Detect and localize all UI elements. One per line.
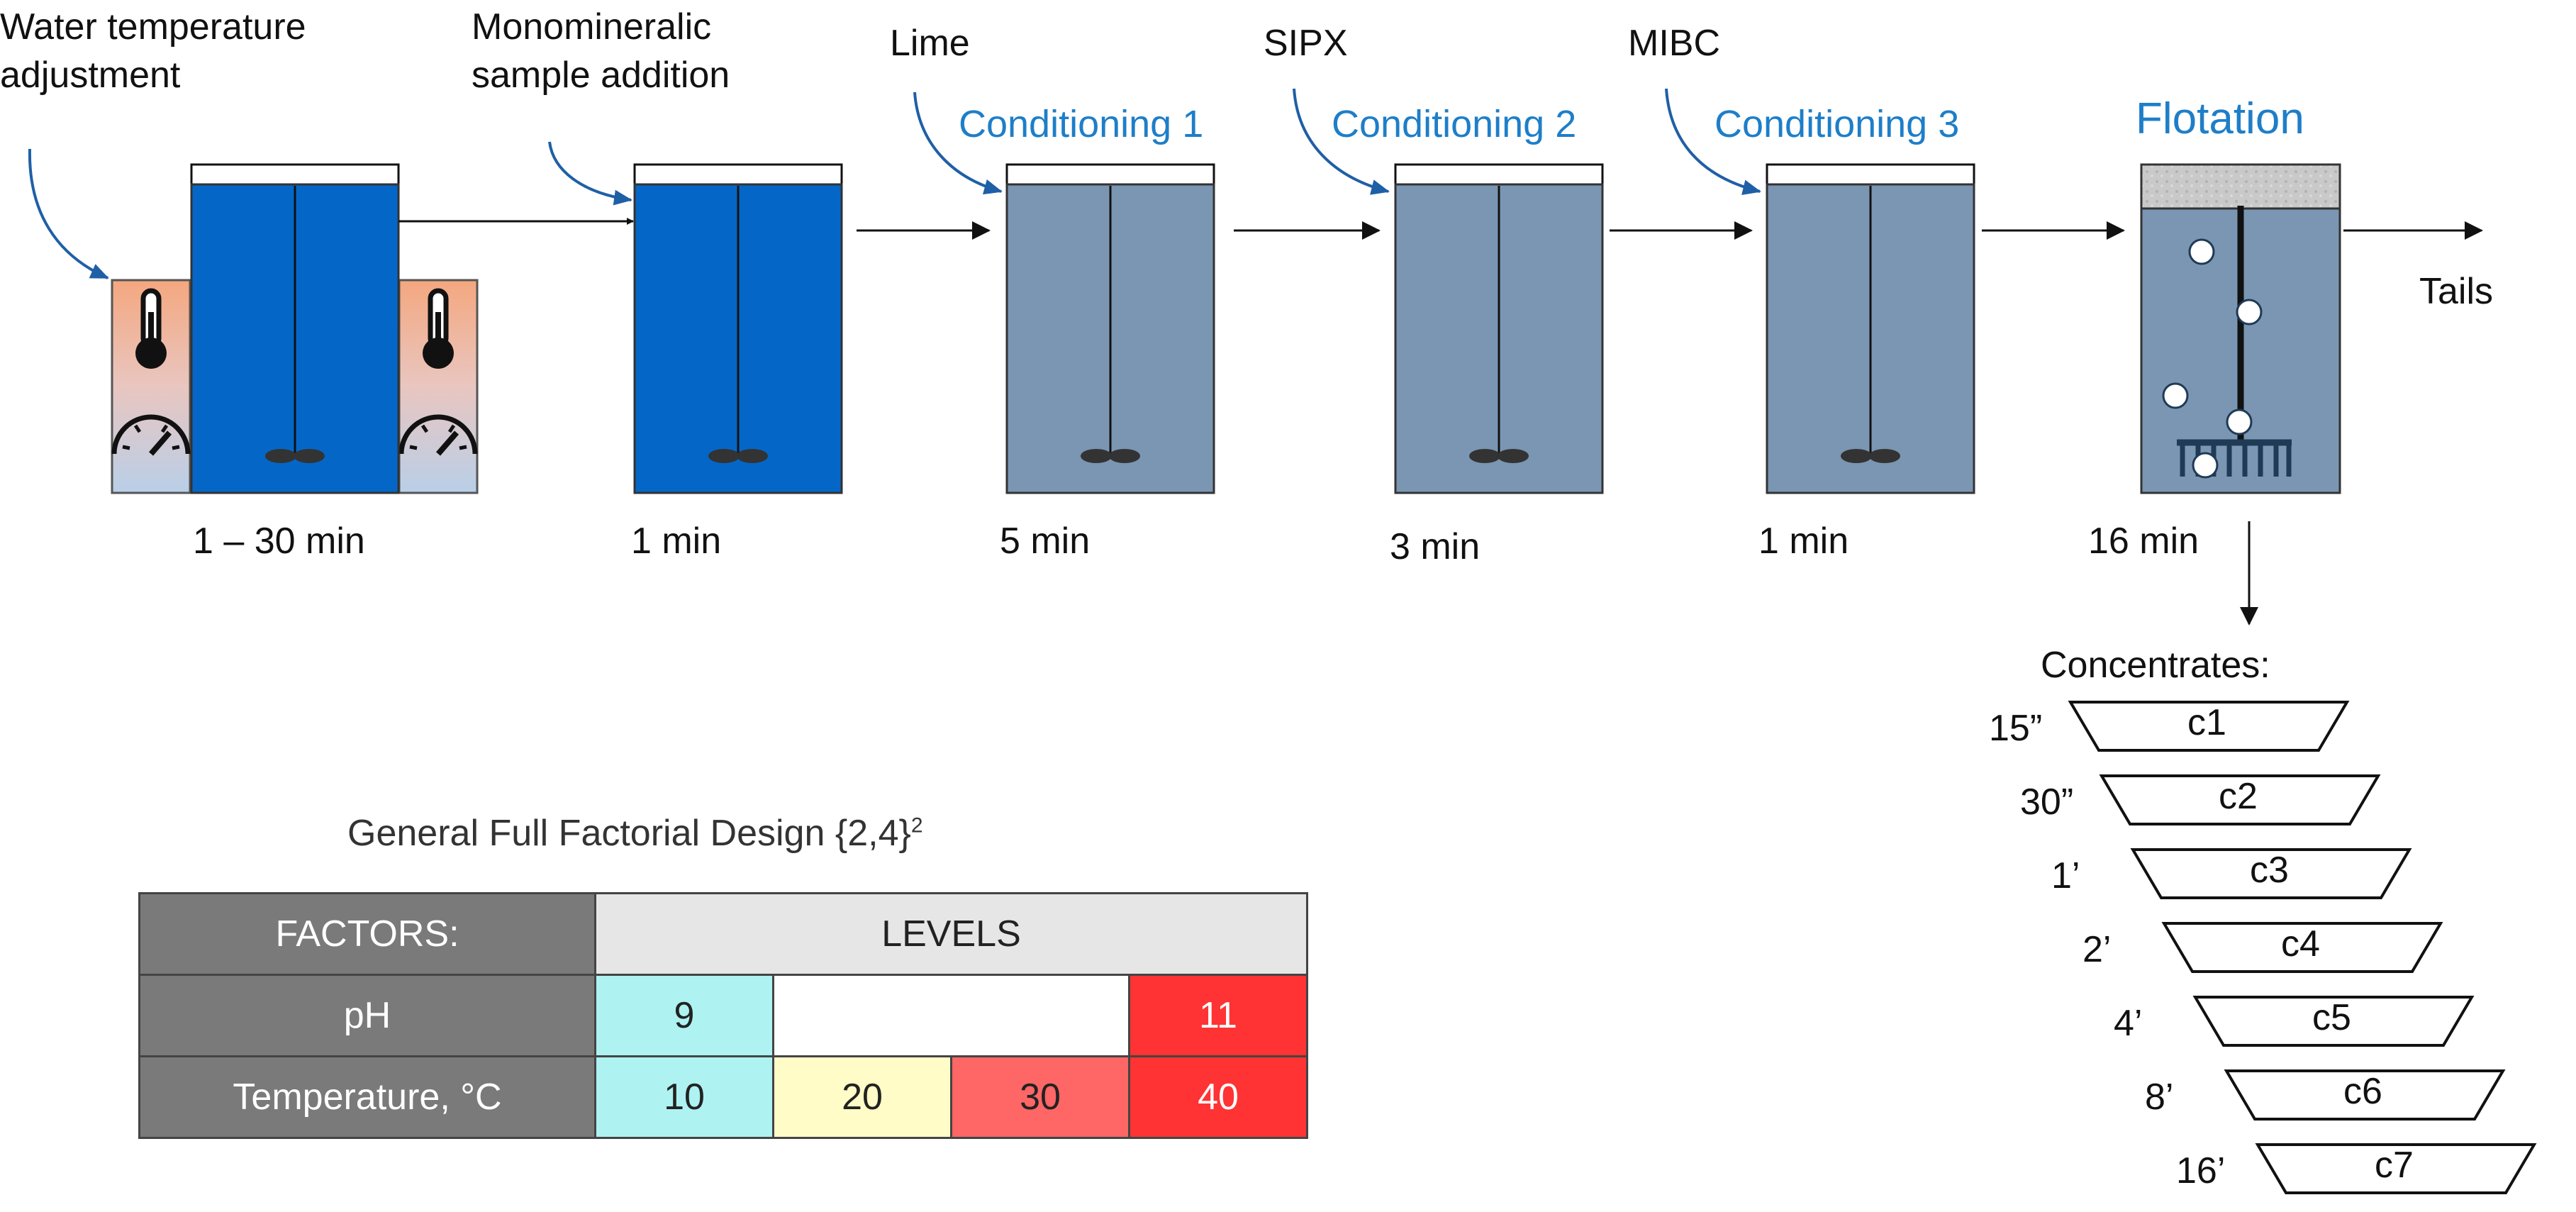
impeller-icon [1469, 449, 1529, 463]
gauge-icon [398, 414, 478, 456]
concentrate-tray-c1 [2068, 701, 2350, 752]
conditioning-1-title: Conditioning 1 [959, 103, 1204, 145]
concentrate-tray-c7 [2255, 1143, 2537, 1194]
tank-conditioning-2 [1394, 163, 1604, 494]
design-title: General Full Factorial Design {2,4}2 [347, 812, 923, 855]
conditioning-2-time: 3 min [1390, 526, 1481, 567]
flow-arrows [398, 218, 2483, 626]
concentrates-title: Concentrates: [2041, 645, 2270, 686]
table-header-row: FACTORS: LEVELS [138, 892, 1308, 976]
curved-arrow-icon [28, 88, 1761, 279]
conditioning-3-time: 1 min [1758, 521, 1849, 562]
water-step-label-line2: adjustment [0, 54, 181, 96]
concentrate-tray-c4 [2161, 922, 2443, 973]
impeller-icon [1841, 449, 1900, 463]
tank-conditioning-1 [1005, 163, 1215, 494]
concentrate-name: c2 [2219, 776, 2258, 817]
concentrate-time: 8’ [2145, 1077, 2174, 1118]
flotation-cell [2140, 163, 2341, 494]
bubble-icon [2236, 299, 2263, 326]
tank-sample [633, 163, 843, 494]
concentrate-time: 30” [2020, 782, 2074, 823]
concentrate-time: 15” [1989, 708, 2043, 749]
temp-level-2: 20 [772, 1055, 952, 1139]
concentrate-name: c3 [2250, 850, 2289, 891]
concentrate-time: 4’ [2114, 1003, 2143, 1044]
factorial-design-table: FACTORS: LEVELS pH 9 11 Temperature, °C … [138, 892, 1308, 1139]
concentrate-tray-c2 [2099, 774, 2381, 825]
heater-right [398, 279, 479, 494]
tank-water [190, 163, 400, 494]
factors-header: FACTORS: [138, 892, 596, 976]
impeller-icon [708, 449, 768, 463]
table-row: Temperature, °C 10 20 30 40 [138, 1055, 1308, 1139]
concentrate-time: 2’ [2082, 929, 2112, 970]
concentrate-trays [2068, 701, 2537, 1194]
design-title-text: General Full Factorial Design {2,4} [347, 813, 911, 854]
water-step-time: 1 – 30 min [193, 521, 365, 562]
bubble-icon [2226, 408, 2253, 435]
design-title-exponent: 2 [910, 813, 923, 838]
conditioning-2-title: Conditioning 2 [1332, 103, 1577, 145]
table-row: pH 9 11 [138, 974, 1308, 1057]
bubble-icon [2192, 452, 2219, 479]
thermometer-icon [135, 288, 167, 369]
tails-label: Tails [2419, 271, 2494, 312]
flotation-time: 16 min [2088, 521, 2199, 562]
temp-level-3: 30 [950, 1055, 1130, 1139]
temp-level-1: 10 [594, 1055, 774, 1139]
concentrate-time: 1’ [2051, 855, 2080, 896]
gauge-icon [111, 414, 191, 456]
sample-step-label-line2: sample addition [472, 54, 730, 96]
concentrate-name: c5 [2312, 997, 2351, 1038]
concentrate-name: c7 [2375, 1145, 2414, 1186]
sipx-reagent-label: SIPX [1264, 23, 1348, 64]
concentrate-name: c6 [2343, 1071, 2382, 1112]
impeller-icon [265, 449, 325, 463]
lime-reagent-label: Lime [890, 23, 970, 64]
flotation-title: Flotation [2136, 94, 2304, 143]
ph-level-2: 11 [1128, 974, 1308, 1057]
concentrate-tray-c5 [2192, 996, 2475, 1047]
bubble-icon [2188, 238, 2215, 265]
heater-left [111, 279, 191, 494]
concentrate-name: c4 [2281, 923, 2320, 964]
temp-level-4: 40 [1128, 1055, 1308, 1139]
mibc-reagent-label: MIBC [1628, 23, 1720, 64]
tank-conditioning-3 [1766, 163, 1975, 494]
factor-ph: pH [138, 974, 596, 1057]
bubble-icon [2162, 382, 2189, 409]
thermometer-icon [423, 288, 454, 369]
conditioning-1-time: 5 min [1000, 521, 1091, 562]
water-step-label: Water temperature adjustment [0, 4, 306, 99]
factor-temperature: Temperature, °C [138, 1055, 596, 1139]
sample-step-time: 1 min [631, 521, 722, 562]
concentrate-tray-c6 [2224, 1069, 2506, 1121]
conditioning-3-title: Conditioning 3 [1714, 103, 1960, 145]
concentrate-tray-c3 [2130, 848, 2412, 899]
sample-step-label-line1: Monomineralic [472, 6, 712, 48]
levels-header: LEVELS [594, 892, 1308, 976]
concentrate-time: 16’ [2176, 1150, 2226, 1191]
water-step-label-line1: Water temperature [0, 6, 306, 48]
ph-level-1: 9 [594, 974, 774, 1057]
ph-level-gap [772, 974, 1130, 1057]
sample-step-label: Monomineralic sample addition [472, 4, 730, 99]
concentrate-name: c1 [2187, 702, 2226, 743]
impeller-icon [1081, 449, 1140, 463]
